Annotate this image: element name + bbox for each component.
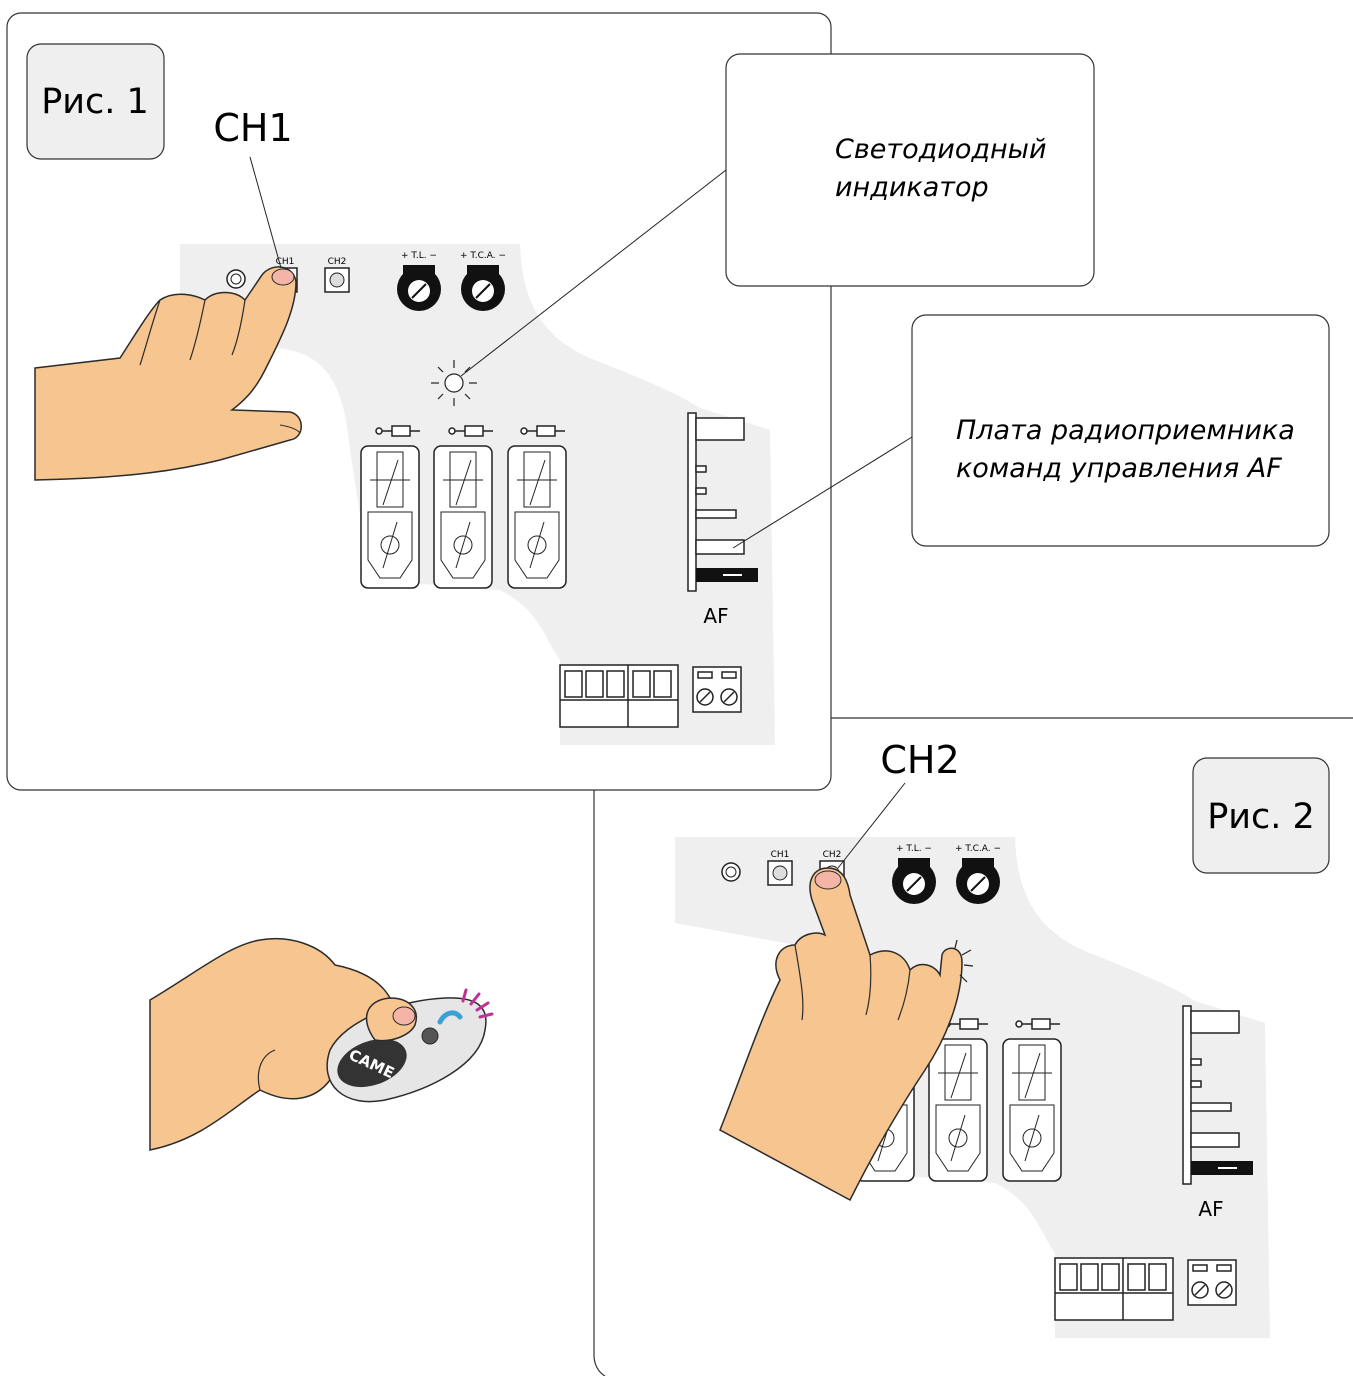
control-board-figure-1: CH1 CH2 + T.L. − + T.C.A. − AF (179, 243, 776, 746)
led-callout: Светодиодный индикатор (460, 53, 1095, 377)
board-tca-label: + T.C.A. − (460, 251, 506, 261)
hand-pressing-ch2-icon (719, 867, 963, 1202)
signal-waves-icon (461, 988, 494, 1019)
control-board-figure-2: CH1 CH2 + T.L. − + T.C.A. − AF (674, 836, 1271, 1339)
board-tl-label-2: + T.L. − (896, 844, 932, 854)
receiver-callout: Плата радиоприемника команд управления A… (732, 314, 1330, 549)
figure-1-label-box: Рис. 1 (26, 43, 165, 160)
figure-2-label: Рис. 2 (1207, 797, 1315, 837)
hand-with-remote-icon: CAME (149, 938, 487, 1151)
figure-2-panel (593, 717, 1353, 1376)
board-af-label: AF (703, 604, 728, 628)
receiver-callout-line-2: команд управления AF (956, 453, 1282, 484)
ch2-callout: CH2 (837, 738, 960, 869)
svg-text:Плата радиоприемника ком: Плата радиоприемника команд управления A… (956, 415, 1303, 484)
hand-pressing-ch1-icon (34, 266, 302, 481)
board-ch2-label-2: CH2 (823, 850, 842, 860)
board-ch2-label: CH2 (328, 257, 347, 267)
figure-1-label: Рис. 1 (41, 82, 149, 122)
figure-2-label-box: Рис. 2 (1192, 757, 1330, 874)
led-glow-icon (431, 360, 477, 406)
led-callout-line-1: Светодиодный (835, 134, 1047, 165)
board-ch1-label: CH1 (276, 257, 295, 267)
board-tl-label: + T.L. − (401, 251, 437, 261)
led-glow-icon-2 (954, 939, 974, 983)
ch1-callout: CH1 (213, 106, 293, 269)
ch2-callout-label: CH2 (880, 738, 959, 782)
ch1-callout-label: CH1 (213, 106, 292, 150)
svg-text:Светодиодный индикатор: Светодиодный индикатор (835, 134, 1055, 203)
board-ch1-label-2: CH1 (771, 850, 790, 860)
board-af-label-2: AF (1198, 1197, 1223, 1221)
receiver-callout-line-1: Плата радиоприемника (956, 415, 1295, 446)
led-callout-line-2: индикатор (835, 172, 989, 203)
board-tca-label-2: + T.C.A. − (955, 844, 1001, 854)
